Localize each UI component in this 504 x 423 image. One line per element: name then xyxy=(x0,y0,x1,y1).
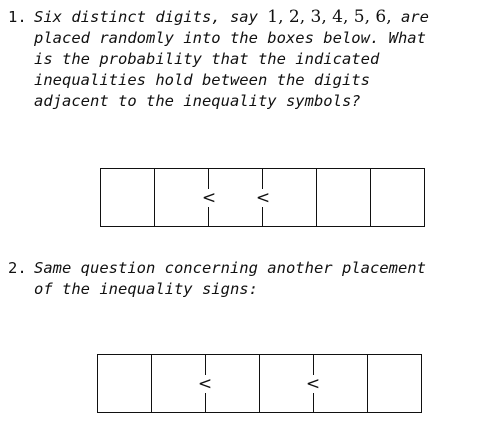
problem-2-box-row: < < xyxy=(97,354,422,413)
problem-1-number: 1. xyxy=(8,8,27,26)
problem-2-box-4: < xyxy=(260,355,322,412)
problem-1-line-2: placed randomly into the boxes below. Wh… xyxy=(8,28,429,49)
problem-1-box-4: < xyxy=(254,169,317,226)
problem-2-less-than-2: < xyxy=(304,373,322,394)
problem-1-text-start: Six distinct digits, say xyxy=(34,8,268,26)
problem-1-line-1: 1. Six distinct digits, say 1, 2, 3, 4, 5… xyxy=(8,7,429,28)
problem-2-line-2: of the inequality signs: xyxy=(8,279,426,300)
problem-1-box-6 xyxy=(371,169,424,226)
problem-1-text-line-4: inequalities hold between the digits xyxy=(34,71,370,89)
problem-2-text-line-2: of the inequality signs: xyxy=(34,280,258,298)
problem-2-box-3 xyxy=(206,355,260,412)
problem-1-less-than-2: < xyxy=(254,187,272,208)
problem-1-digits: 1, 2, 3, 4, 5, 6, xyxy=(267,7,392,27)
problem-1-line-3: is the probability that the indicated xyxy=(8,49,429,70)
problem-2-box-2: < xyxy=(152,355,214,412)
problem-1-box-1 xyxy=(101,169,155,226)
problem-1-less-than-1: < xyxy=(200,187,218,208)
problem-1-text-line-2: placed randomly into the boxes below. Wh… xyxy=(34,29,426,47)
problem-2-box-1 xyxy=(98,355,152,412)
problem-2-box-5 xyxy=(314,355,368,412)
problem-1-text-line-5: adjacent to the inequality symbols? xyxy=(34,92,361,110)
problem-1-text-end: are xyxy=(391,8,429,26)
problem-1-text-line-3: is the probability that the indicated xyxy=(34,50,380,68)
problem-1-box-5 xyxy=(317,169,371,226)
problem-1-line-4: inequalities hold between the digits xyxy=(8,70,429,91)
problem-2-number: 2. xyxy=(8,259,27,277)
problem-2-less-than-1: < xyxy=(196,373,214,394)
problem-2: 2. Same question concerning another place… xyxy=(8,258,426,300)
problem-1: 1. Six distinct digits, say 1, 2, 3, 4, 5… xyxy=(8,7,429,112)
problem-1-box-row: < < xyxy=(100,168,425,227)
problem-2-box-6 xyxy=(368,355,421,412)
problem-2-line-1: 2. Same question concerning another place… xyxy=(8,258,426,279)
problem-2-text-line-1: Same question concerning another placeme… xyxy=(34,259,426,277)
problem-1-line-5: adjacent to the inequality symbols? xyxy=(8,91,429,112)
